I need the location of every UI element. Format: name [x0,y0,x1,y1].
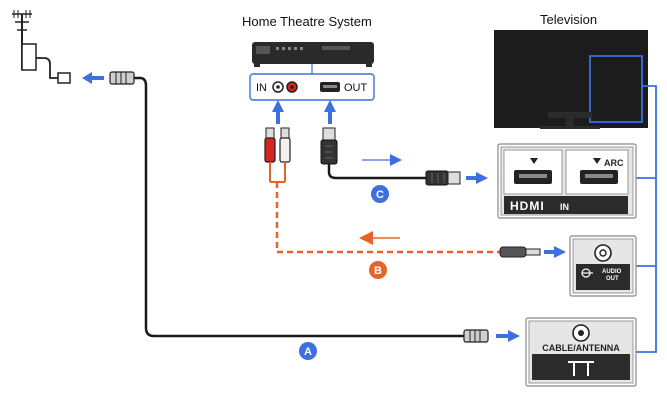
hdmi-logo: HDMI [510,199,545,213]
badge-b-label: B [374,265,382,277]
arrow-up-hdmi-out [324,100,336,124]
antenna-icon [12,10,71,84]
badge-c-label: C [376,189,384,201]
cable-a [134,76,464,338]
audio-out-panel [569,235,637,297]
cable-antenna-panel [525,317,637,387]
audio-out-label-2: OUT [606,276,619,282]
cable-b [275,182,500,254]
hdmi-plug-ht [320,127,338,165]
cable-antenna-label: CABLE/ANTENNA [542,343,620,353]
ht-in-label: IN [256,82,267,94]
badge-a [299,342,317,360]
audio-mini-plug [499,246,541,258]
home-theatre-unit [252,42,374,74]
antenna-cable-plug-right [463,329,489,343]
cable-c [327,164,426,180]
ht-rear-panel [249,73,375,101]
arrow-to-hdmi-in [466,172,488,184]
badge-a-label: A [304,346,312,358]
television-title: Television [540,12,598,27]
home-theatre-title: Home Theatre System [242,14,372,29]
television-unit [494,30,648,129]
arrow-to-antenna [82,72,104,84]
arrow-to-cable-antenna [496,330,520,342]
hdmi-plug-tv [425,170,461,186]
tv-panel-bracket [636,85,657,353]
arrow-up-audio-in [272,100,284,124]
antenna-cable-plug-left [109,71,135,85]
hdmi-in-label: IN [560,202,569,212]
arrow-to-audio-out [544,246,566,258]
badge-b [369,261,387,279]
hdmi-arc-label: ARC [604,158,624,168]
hdmi-panel [497,143,637,219]
rca-plugs [264,127,291,183]
badge-c [371,185,389,203]
ht-out-label: OUT [344,82,368,94]
audio-out-label-1: AUDIO [602,269,622,275]
